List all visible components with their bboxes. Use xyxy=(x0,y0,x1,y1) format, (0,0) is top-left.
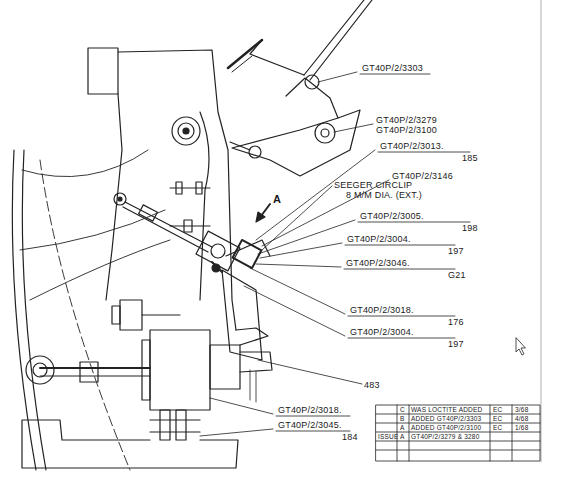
table-cell: ADDED GT40P/2/3303 xyxy=(411,415,481,423)
callout-number: 184 xyxy=(342,432,358,442)
table-cell: GT40P/2/3279 & 3280 xyxy=(411,433,480,441)
callout-number: 185 xyxy=(462,153,478,163)
part-number: GT40P/2/3018. xyxy=(278,405,342,415)
view-letter: A xyxy=(273,194,281,204)
callout-number: 176 xyxy=(448,317,464,327)
callout-number: 197 xyxy=(448,246,464,256)
note-text: SEEGER CIRCLIP xyxy=(334,180,412,190)
part-number: GT40P/2/3146 xyxy=(392,171,453,181)
part-number: GT40P/2/3013. xyxy=(380,141,444,151)
part-number: GT40P/2/3004. xyxy=(350,327,414,337)
table-cell: C xyxy=(400,406,405,414)
callout-number: 198 xyxy=(462,223,478,233)
part-number: GT40P/2/3018. xyxy=(350,305,414,315)
table-cell: 3/68 xyxy=(515,406,528,414)
table-cell: EC xyxy=(493,406,502,414)
part-number: GT40P/2/3004. xyxy=(347,234,411,244)
table-cell: A xyxy=(400,433,405,441)
table-cell: A xyxy=(400,424,405,432)
table-cell: EC xyxy=(493,415,502,423)
note-text: 8 M/M DIA. (EXT.) xyxy=(346,190,422,200)
part-number: GT40P/2/3100 xyxy=(376,125,437,135)
part-number: GT40P/2/3279 xyxy=(376,115,437,125)
part-number: GT40P/2/3046. xyxy=(346,258,410,268)
table-cell: B xyxy=(400,415,405,423)
part-number: GT40P/2/3045. xyxy=(278,420,342,430)
part-number: GT40P/2/3005. xyxy=(360,211,424,221)
callout-number: 197 xyxy=(448,339,464,349)
dimension: 483 xyxy=(364,380,380,390)
table-cell: WAS LOCTITE ADDED xyxy=(411,406,482,414)
table-cell: ADDED GT40P/2/3100 xyxy=(411,424,481,432)
callout-number: G21 xyxy=(448,270,466,280)
table-cell: EC xyxy=(493,424,502,432)
part-number: GT40P/2/3303 xyxy=(362,63,423,73)
table-cell: 4/68 xyxy=(515,415,528,423)
table-cell: ISSUE xyxy=(378,433,399,441)
table-cell: 1/68 xyxy=(515,424,528,432)
